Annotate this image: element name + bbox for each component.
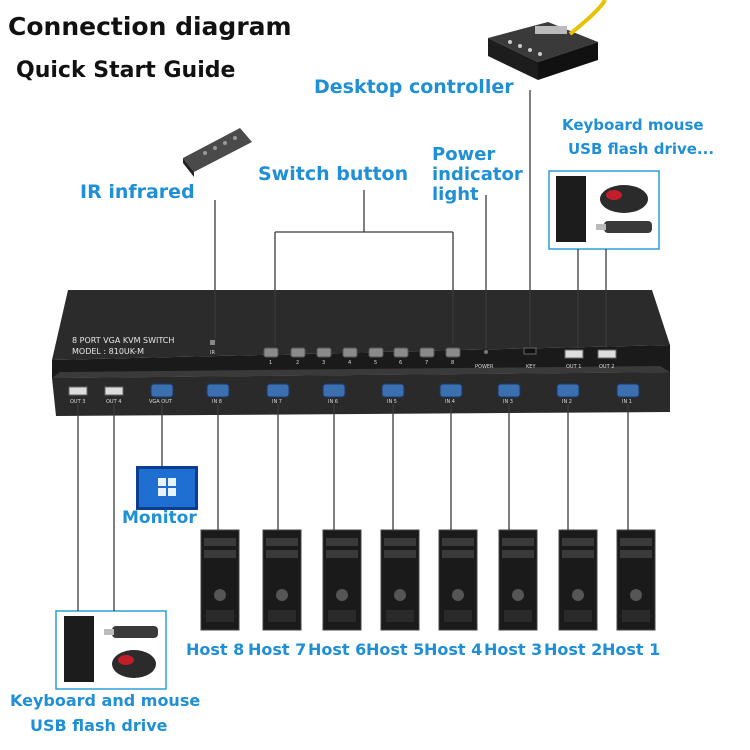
- keyboard-mouse-top-group: [548, 170, 660, 250]
- keyboard-bottom-label-line1: Keyboard and mouse: [10, 691, 201, 710]
- ir-port-label: IR: [210, 350, 215, 356]
- vga-in-port: [616, 383, 640, 398]
- vga-in-port: [381, 383, 405, 398]
- switch-button: [263, 347, 279, 358]
- switch-button-number: 6: [399, 360, 403, 366]
- ir-remote: [183, 128, 252, 177]
- key-port: [523, 347, 537, 355]
- host-tower: [558, 529, 598, 631]
- switch-button-label: Switch button: [258, 163, 409, 185]
- power-indicator-label-line1: Power: [432, 144, 496, 165]
- vga-in-label: IN 2: [562, 399, 572, 405]
- power-indicator-label-line2: indicator: [432, 164, 523, 185]
- switch-button: [393, 347, 409, 358]
- host-label: Host 3: [484, 640, 543, 659]
- switch-button-number: 8: [451, 360, 455, 366]
- host-tower: [380, 529, 420, 631]
- host-label: Host 5: [366, 640, 425, 659]
- vga-in-port: [556, 383, 580, 398]
- host-tower: [200, 529, 240, 631]
- host-tower: [616, 529, 656, 631]
- vga-in-label: IN 4: [445, 399, 455, 405]
- front-usb-label: OUT 2: [599, 364, 615, 370]
- vga-in-label: IN 1: [622, 399, 632, 405]
- vga-in-port: [266, 383, 290, 398]
- host-tower: [438, 529, 478, 631]
- back-usb-port: [68, 386, 88, 396]
- front-usb-port: [597, 349, 617, 359]
- vga-in-label: IN 8: [212, 399, 222, 405]
- keyboard-mouse-top-label-line1: Keyboard mouse: [562, 116, 704, 134]
- switch-button-number: 1: [269, 360, 273, 366]
- switch-button: [368, 347, 384, 358]
- switch-button: [290, 347, 306, 358]
- switch-button-number: 3: [322, 360, 326, 366]
- switch-button-number: 2: [296, 360, 300, 366]
- host-label: Host 1: [602, 640, 661, 659]
- vga-out-port: [150, 383, 174, 398]
- vga-in-port: [322, 383, 346, 398]
- vga-in-label: IN 7: [272, 399, 282, 405]
- power-indicator-label-line3: light: [432, 184, 479, 205]
- vga-in-port: [439, 383, 463, 398]
- vga-in-label: IN 6: [328, 399, 338, 405]
- back-usb-label: OUT 3: [70, 399, 86, 405]
- host-tower: [262, 529, 302, 631]
- host-label: Host 4: [424, 640, 483, 659]
- host-label: Host 8: [186, 640, 245, 659]
- keyboard-mouse-bottom-group: [55, 610, 167, 690]
- back-usb-port: [104, 386, 124, 396]
- vga-in-port: [206, 383, 230, 398]
- host-label: Host 2: [544, 640, 603, 659]
- monitor-label: Monitor: [122, 508, 197, 528]
- switch-button: [445, 347, 461, 358]
- device-model: MODEL : 810UK-M: [72, 347, 144, 356]
- front-usb-port: [564, 349, 584, 359]
- keyboard-bottom-label-line2: USB flash drive: [30, 716, 168, 735]
- power-led-label: POWER: [475, 364, 494, 370]
- host-tower: [322, 529, 362, 631]
- back-usb-label: OUT 4: [106, 399, 122, 405]
- switch-button: [316, 347, 332, 358]
- switch-button-number: 4: [348, 360, 352, 366]
- host-label: Host 7: [248, 640, 307, 659]
- vga-out-label: VGA OUT: [149, 399, 172, 405]
- vga-in-label: IN 5: [387, 399, 397, 405]
- connector-lines: [77, 90, 629, 611]
- switch-button: [419, 347, 435, 358]
- front-usb-label: OUT 1: [566, 364, 582, 370]
- switch-button: [342, 347, 358, 358]
- host-tower: [498, 529, 538, 631]
- switch-button-number: 5: [374, 360, 378, 366]
- page-title: Connection diagram: [8, 12, 292, 41]
- switch-button-number: 7: [425, 360, 429, 366]
- desktop-controller-label: Desktop controller: [314, 76, 514, 98]
- keyboard-mouse-top-label-line2: USB flash drive...: [568, 140, 715, 158]
- ir-infrared-label: IR infrared: [80, 181, 195, 203]
- host-label: Host 6: [308, 640, 367, 659]
- desktop-controller-device: [488, 0, 607, 80]
- kvm-back-panel: [52, 366, 670, 416]
- power-led: [484, 350, 488, 354]
- vga-in-port: [497, 383, 521, 398]
- page-subtitle: Quick Start Guide: [16, 58, 236, 83]
- key-port-label: KEY: [526, 364, 536, 370]
- device-name: 8 PORT VGA KVM SWITCH: [72, 336, 175, 345]
- monitor-image: [136, 466, 198, 510]
- host-towers: [200, 529, 656, 631]
- vga-in-label: IN 3: [503, 399, 513, 405]
